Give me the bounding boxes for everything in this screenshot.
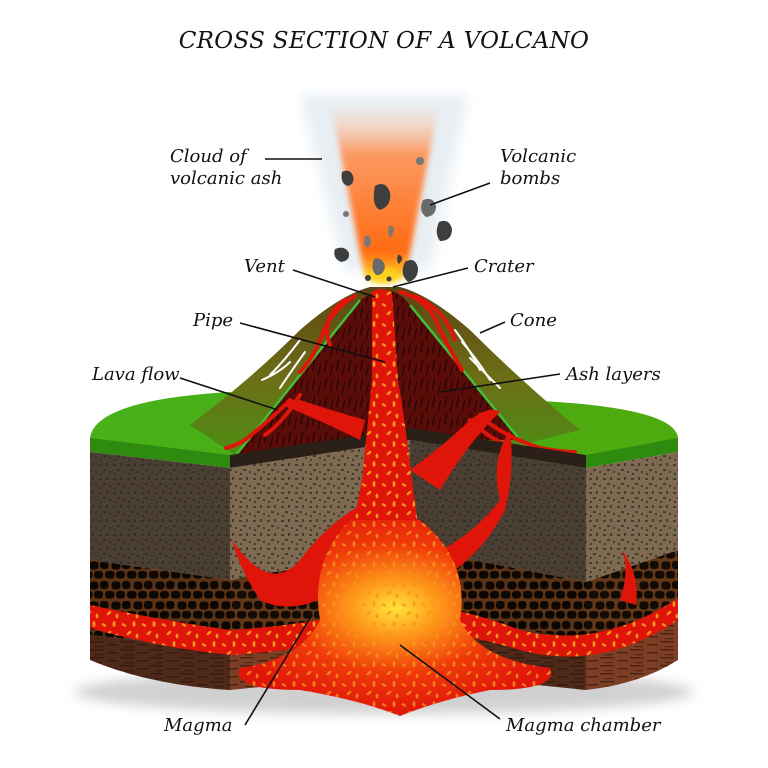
leader-lines xyxy=(179,158,561,726)
label-bombs-line-2: bombs xyxy=(500,168,561,189)
diagram-title: CROSS SECTION OF A VOLCANO xyxy=(178,28,590,54)
cone-edge-right xyxy=(409,304,521,441)
snow-streaks xyxy=(261,329,501,389)
label-lava-flow: Lava flow xyxy=(92,364,180,385)
label-cloud-line-1: Cloud of xyxy=(170,146,247,167)
label-cloud-line-2: volcanic ash xyxy=(170,168,283,189)
label-vent: Vent xyxy=(244,256,285,277)
ash-layers-right xyxy=(388,290,520,440)
label-crater: Crater xyxy=(474,256,534,277)
label-bombs-line-1: Volcanic xyxy=(500,146,577,167)
label-volcanic-bombs: Volcanic bombs xyxy=(500,146,576,190)
label-pipe: Pipe xyxy=(193,310,234,331)
volcanic-bombs xyxy=(334,157,452,282)
magma-system xyxy=(90,289,678,716)
label-magma-chamber: Magma chamber xyxy=(506,715,661,736)
label-cloud-of-volcanic-ash: Cloud of volcanic ash xyxy=(170,146,282,190)
label-ash-layers: Ash layers xyxy=(566,364,661,385)
label-cone: Cone xyxy=(510,310,557,331)
label-magma: Magma xyxy=(164,715,233,736)
